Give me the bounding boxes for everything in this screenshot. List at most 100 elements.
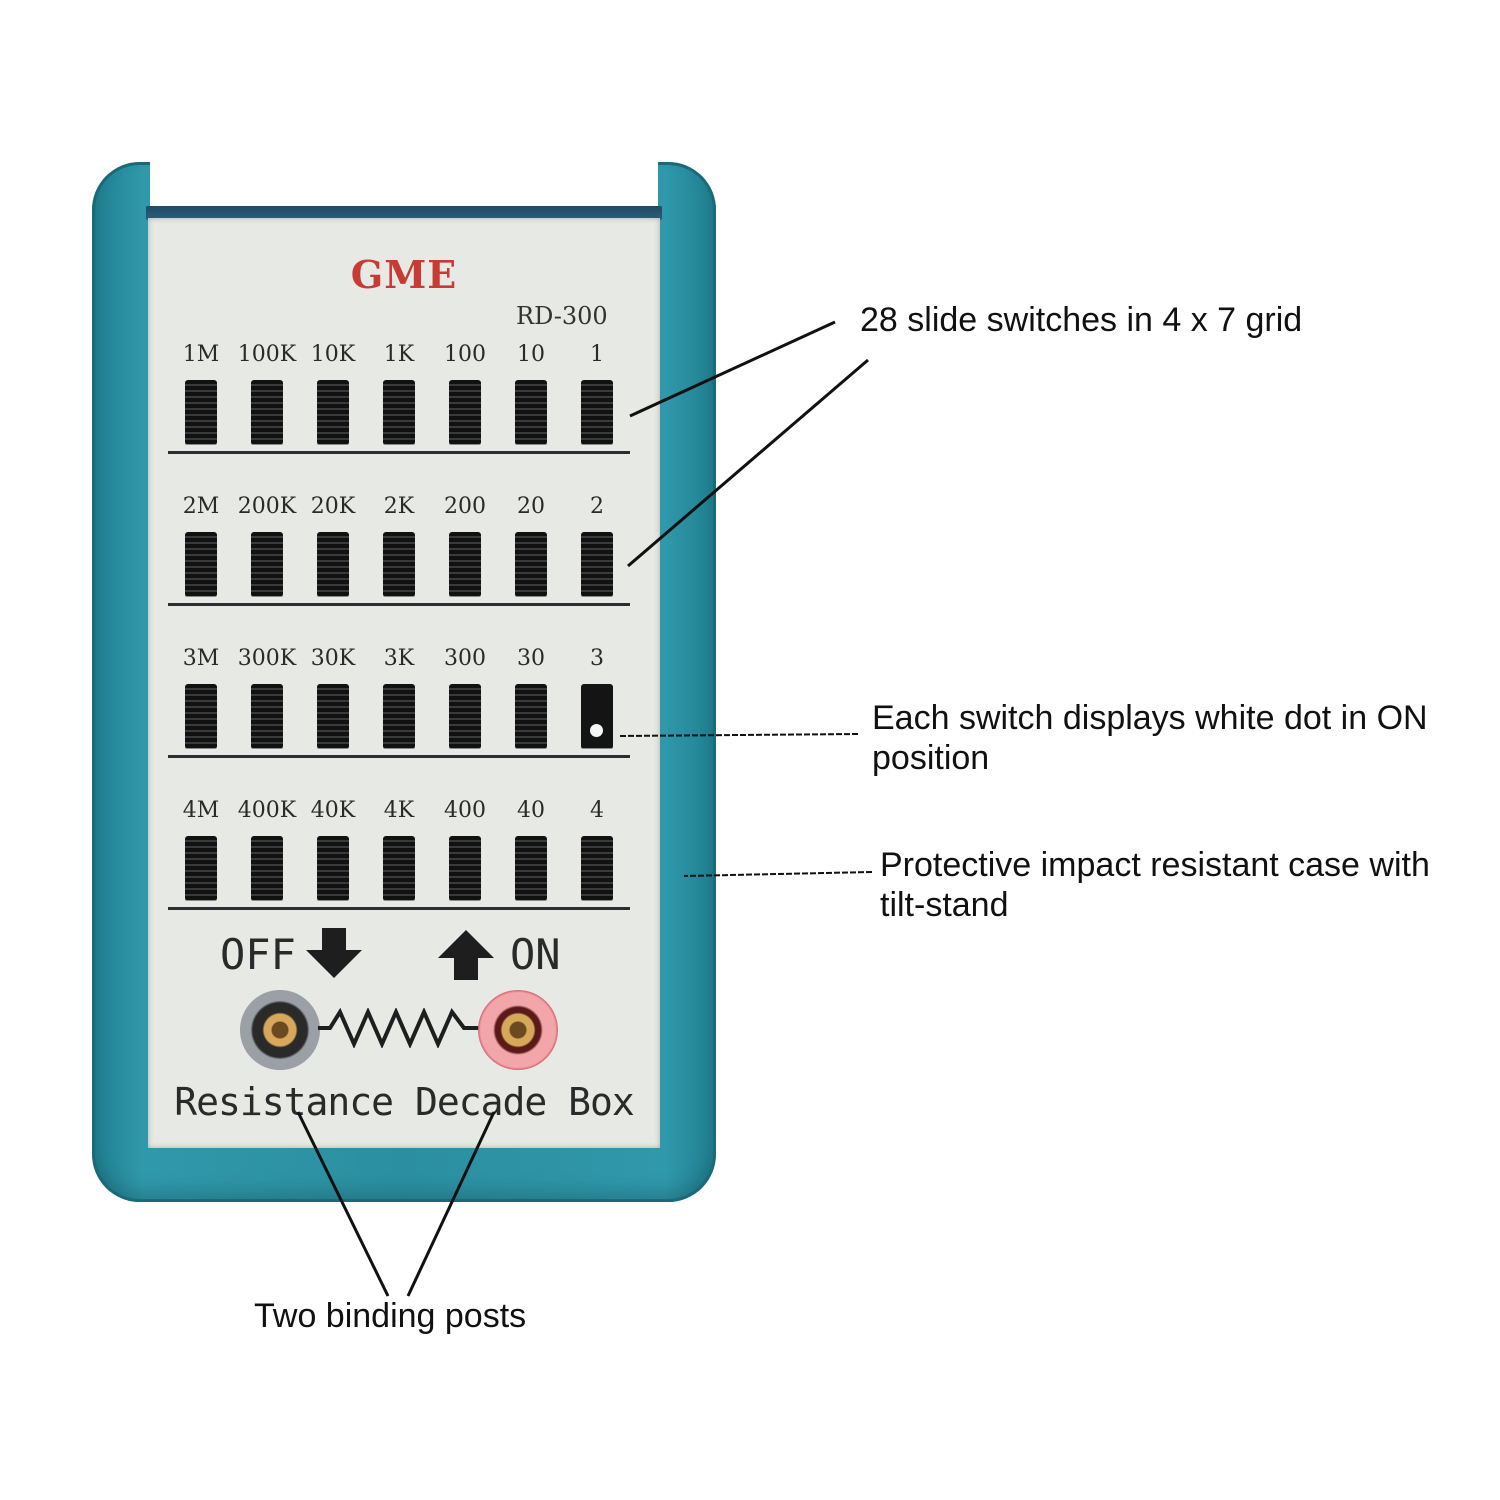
slide-switch[interactable] [581,532,613,596]
slide-switch[interactable] [515,684,547,748]
callout-binding-posts: Two binding posts [254,1297,527,1335]
slide-switch[interactable] [449,532,481,596]
slide-switch[interactable] [383,836,415,900]
row-divider [168,907,630,910]
slide-switch[interactable] [251,684,283,748]
switch-cell: 10K [300,338,366,448]
callout-white-dot: Each switch displays white dot in ON pos… [872,699,1428,777]
switch-label: 10K [310,342,356,367]
switch-cell: 1 [564,338,630,448]
switch-label: 200 [444,494,486,519]
slide-switch[interactable] [581,684,613,748]
switch-label: 30K [310,646,356,671]
switch-label: 3K [383,646,415,671]
binding-post-red[interactable] [478,990,558,1070]
switch-cell: 30K [300,642,366,752]
switch-label: 3M [182,646,220,671]
switch-label: 4 [590,798,604,823]
slide-switch[interactable] [185,380,217,444]
switch-cell: 20 [498,490,564,600]
switch-cell: 2 [564,490,630,600]
switch-label: 400K [237,798,297,823]
switch-label: 1K [383,342,415,367]
switch-cell: 10 [498,338,564,448]
slide-switch[interactable] [515,532,547,596]
switch-label: 1M [182,342,220,367]
switch-label: 40K [310,798,356,823]
slide-switch[interactable] [185,532,217,596]
slide-switch[interactable] [515,836,547,900]
switch-cell: 300K [234,642,300,752]
switch-cell: 300 [432,642,498,752]
switch-label: 4M [182,798,220,823]
switch-cell: 200 [432,490,498,600]
switch-label: 10 [517,342,545,367]
arrow-down-icon [306,928,362,978]
switch-cell: 100 [432,338,498,448]
switch-label: 20K [310,494,356,519]
switch-cell: 4M [168,794,234,904]
switch-label: 2K [383,494,415,519]
slide-switch[interactable] [515,380,547,444]
on-label: ON [510,930,561,979]
switch-row: 4M 400K 40K 4K 400 40 4 [168,794,630,946]
switch-cell: 4K [366,794,432,904]
switch-row: 2M 200K 20K 2K 200 20 2 [168,490,630,642]
switch-cell: 3 [564,642,630,752]
switch-cell: 40K [300,794,366,904]
on-indicator-dot [590,724,603,737]
slide-switch[interactable] [185,684,217,748]
panel-title: Resistance Decade Box [174,1080,634,1124]
slide-switch[interactable] [185,836,217,900]
slide-switch[interactable] [251,380,283,444]
callout-switches: 28 slide switches in 4 x 7 grid [860,301,1303,339]
switch-row: 1M 100K 10K 1K 100 10 1 [168,338,630,490]
slide-switch[interactable] [449,684,481,748]
slide-switch[interactable] [449,380,481,444]
switch-label: 20 [517,494,545,519]
switch-cell: 2M [168,490,234,600]
switch-cell: 20K [300,490,366,600]
slide-switch[interactable] [317,836,349,900]
binding-post-black[interactable] [240,990,320,1070]
slide-switch[interactable] [581,380,613,444]
switch-label: 300 [444,646,486,671]
switch-label: 300K [237,646,297,671]
slide-switch[interactable] [383,380,415,444]
switch-label: 400 [444,798,486,823]
slide-switch[interactable] [449,836,481,900]
off-label: OFF [220,930,296,979]
switch-label: 2M [182,494,220,519]
slide-switch[interactable] [581,836,613,900]
arrow-up-icon [438,930,494,980]
switch-cell: 400 [432,794,498,904]
slide-switch[interactable] [251,836,283,900]
switch-label: 100 [444,342,486,367]
switch-cell: 4 [564,794,630,904]
switch-cell: 200K [234,490,300,600]
model-number: RD-300 [516,302,608,330]
switch-cell: 3M [168,642,234,752]
row-divider [168,451,630,454]
slide-switch[interactable] [251,532,283,596]
slide-switch[interactable] [383,684,415,748]
slide-switch[interactable] [317,684,349,748]
slide-switch[interactable] [383,532,415,596]
switch-label: 3 [590,646,604,671]
slide-switch[interactable] [317,532,349,596]
brand-logo: GME [350,252,458,297]
switch-label: 2 [590,494,604,519]
switch-label: 100K [237,342,297,367]
callout-case: Protective impact resistant case with ti… [880,846,1430,924]
switch-cell: 40 [498,794,564,904]
switch-cell: 400K [234,794,300,904]
resistor-symbol-icon [318,1008,484,1048]
slide-switch[interactable] [317,380,349,444]
row-divider [168,755,630,758]
switch-cell: 1M [168,338,234,448]
switch-label: 40 [517,798,545,823]
